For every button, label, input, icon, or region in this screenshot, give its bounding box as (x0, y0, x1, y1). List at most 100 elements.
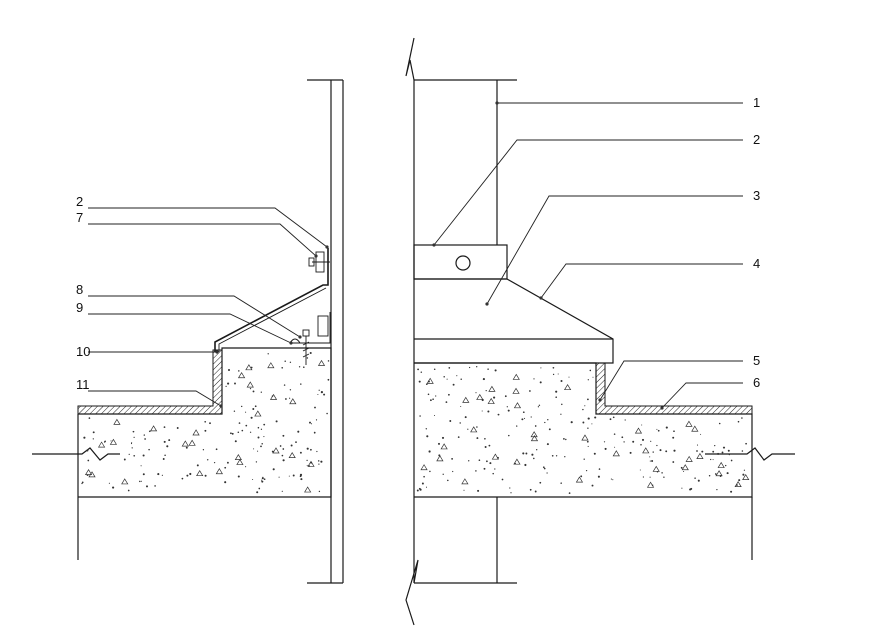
left-concrete-speck (257, 436, 260, 439)
left-concrete-speck (250, 366, 253, 369)
right-concrete-speck (452, 470, 454, 473)
right-concrete-speck (540, 367, 542, 369)
dot-left-2 (325, 245, 329, 249)
right-concrete-aggregate (530, 435, 539, 442)
right-concrete-aggregate (461, 478, 469, 485)
left-concrete-speck (162, 458, 165, 460)
callout-labels-right: 1 2 3 4 5 6 (753, 95, 760, 390)
right-concrete-fill (416, 366, 750, 494)
right-concrete-speck (737, 420, 740, 423)
left-concrete-speck (206, 459, 209, 461)
right-concrete-speck (489, 462, 492, 465)
right-concrete-aggregate (742, 473, 750, 480)
right-concrete-speck (730, 459, 733, 462)
left-concrete-aggregate (317, 359, 326, 366)
left-concrete-speck (306, 464, 308, 467)
right-concrete-speck (649, 456, 651, 458)
right-concrete-speck (422, 482, 424, 484)
dot-right-5 (598, 398, 602, 402)
right-concrete-speck (712, 450, 715, 453)
right-bracket-block (413, 244, 508, 280)
right-concrete-speck (522, 452, 525, 455)
right-concrete-speck (649, 476, 651, 478)
right-concrete-speck (589, 369, 592, 372)
left-concrete-speck (252, 478, 254, 481)
right-concrete-speck (725, 464, 727, 467)
right-concrete-speck (459, 422, 461, 424)
right-concrete-speck (487, 368, 489, 370)
left-concrete-speck (254, 405, 257, 408)
right-sloped-cover (414, 278, 614, 364)
right-concrete-speck (529, 488, 532, 491)
left-concrete-speck (306, 447, 309, 450)
right-concrete-speck (448, 367, 451, 369)
right-concrete-speck (534, 425, 537, 427)
right-concrete-speck (429, 470, 431, 473)
left-concrete-aggregate (215, 468, 223, 475)
left-concrete-speck (281, 366, 284, 369)
right-structure (405, 37, 795, 626)
left-concrete-speck (81, 481, 84, 484)
left-concrete-speck (128, 453, 130, 455)
right-concrete-speck (694, 477, 696, 479)
right-concrete-aggregate (476, 393, 484, 400)
right-concrete-speck (584, 405, 586, 407)
left-concrete-speck (327, 378, 330, 381)
left-concrete-speck (209, 422, 211, 425)
left-concrete-speck (112, 486, 115, 489)
right-concrete-speck (649, 460, 651, 462)
leader-left-8 (88, 295, 301, 338)
right-concrete-speck (492, 472, 494, 475)
left-concrete-speck (323, 393, 326, 396)
right-concrete-speck (420, 371, 423, 373)
left-concrete-speck (163, 426, 166, 428)
right-concrete-speck (629, 451, 632, 454)
left-concrete-speck (103, 441, 106, 443)
left-concrete-speck (250, 416, 253, 419)
left-concrete-speck (252, 390, 255, 393)
left-concrete-speck (233, 410, 236, 412)
right-concrete-speck (447, 479, 449, 482)
left-concrete-speck (227, 368, 231, 372)
right-concrete-speck (452, 383, 455, 386)
right-concrete-aggregate (512, 373, 520, 380)
right-concrete-speck (417, 368, 420, 371)
right-concrete-aggregate (426, 377, 434, 384)
left-concrete-speck (230, 432, 232, 435)
left-angle-bracket (292, 312, 331, 344)
right-concrete-speck (507, 409, 510, 412)
right-concrete-speck (673, 430, 675, 433)
right-concrete-speck (560, 482, 562, 484)
right-concrete-speck (555, 455, 558, 457)
callout-right-3: 3 (753, 188, 760, 203)
left-concrete-speck (306, 357, 309, 359)
left-concrete-speck (92, 438, 94, 440)
left-concrete-speck (272, 468, 275, 471)
left-concrete-speck (144, 438, 146, 440)
callout-left-8: 8 (76, 282, 83, 297)
left-concrete-speck (226, 461, 229, 464)
right-concrete-speck (718, 422, 721, 425)
left-concrete-speck (185, 446, 188, 449)
right-concrete-aggregate (563, 383, 572, 391)
left-concrete-speck (282, 459, 285, 462)
left-concrete-speck (234, 382, 236, 385)
right-concrete-speck (445, 401, 448, 403)
right-concrete-speck (430, 399, 432, 402)
right-break-symbol (705, 447, 795, 461)
left-concrete-speck (260, 391, 262, 393)
left-concrete-speck (154, 485, 156, 487)
right-concrete-speck (448, 393, 450, 396)
right-concrete-speck (592, 376, 594, 378)
left-concrete-speck (255, 461, 258, 463)
left-concrete-aggregate (289, 398, 297, 405)
right-concrete-speck (738, 479, 741, 482)
right-concrete-speck (564, 456, 566, 458)
left-concrete-speck (148, 448, 150, 451)
left-concrete-speck (168, 439, 171, 442)
left-concrete-speck (282, 448, 285, 450)
right-concrete-aggregate (642, 447, 650, 454)
right-concrete-aggregate (646, 481, 655, 488)
left-concrete-speck (127, 489, 130, 492)
left-concrete-speck (88, 417, 91, 419)
